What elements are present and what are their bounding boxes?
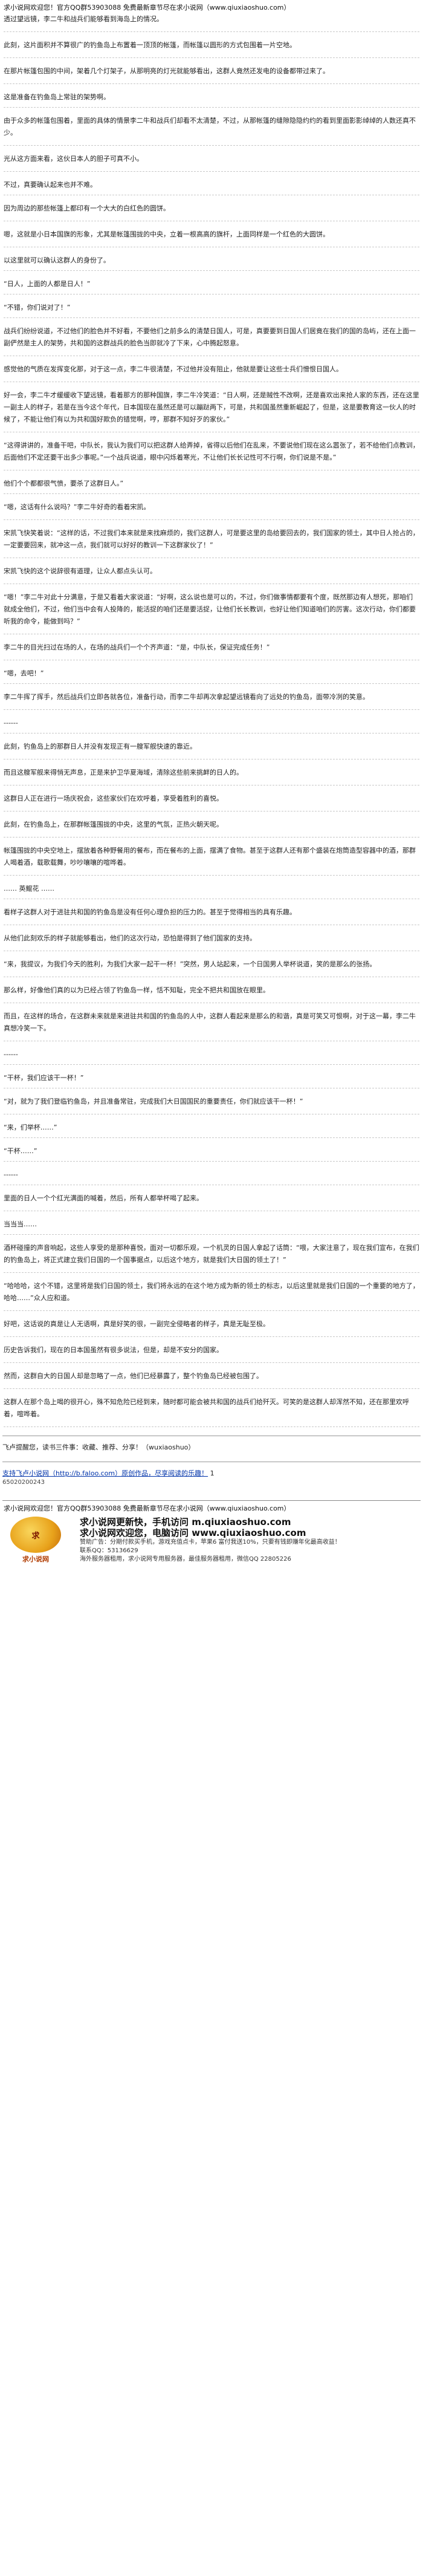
article-paragraph: 不过，真要确认起来也并不难。 (4, 178, 419, 195)
article-paragraph: “来，我提议，为我们今天的胜利，为我们大家一起干一杯！”突然，男人站起来，一个日… (4, 957, 419, 977)
article-paragraph: …… 英鲲花 …… (4, 882, 419, 899)
article-paragraph: 帐篷围拢的中央空地上，摆放着各种野餐用的餐布，而在餐布的上面，摆满了食物。甚至于… (4, 844, 419, 876)
article-paragraph: “嗯！”李二牛对此十分满意，于是又看着大家说道：“好啊，这么说也是可以的，不过，… (4, 590, 419, 634)
article-paragraph: ------ (4, 716, 419, 733)
article-paragraph: 此刻，在钓鱼岛上，在那群帐篷围拢的中央，这里的气氛，正热火朝天呢。 (4, 818, 419, 838)
footer-cta: 飞卢提醒您，读书三件事：收藏、推荐、分享！（wuxiaoshuo） (2, 1443, 195, 1451)
article-paragraph: 因为周边的那些帐篷上都印有一个大大的白红色的圆饼。 (4, 201, 419, 221)
article-paragraph: 那么样，好像他们真的以为已经占领了钓鱼岛一样，恬不知耻，完全不把共和国放在眼里。 (4, 983, 419, 1003)
article-paragraph: 这是准备在钓鱼岛上常驻的架势啊。 (4, 90, 419, 108)
article-paragraph: 看样子这群人对于进驻共和国的钓鱼岛是没有任何心理负担的压力的。甚至于觉得相当的具… (4, 905, 419, 925)
sponsor-ad-line: 赞助广告：分期付款买手机，游戏充值点卡，苹果6 富付我送10%，只要有钱即赚年化… (80, 1539, 341, 1546)
article-content: 透过望远镜，李二牛和战兵们能够看到海岛上的情况。此刻，这片面积并不算很广的钓鱼岛… (2, 12, 421, 1427)
server-ad-line: 海外服务器租用，求小说网专用服务器，最佳服务器租用，微信QQ 22805226 (80, 1556, 291, 1563)
article-paragraph: 李二牛挥了挥手，然后战兵们立即各就各位，准备行动，而李二牛却再次拿起望远镜看向了… (4, 690, 419, 710)
article-paragraph: 然而，这群自大的日国人却是忽略了一点，他们已经暴露了，整个钓鱼岛已经被包围了。 (4, 1369, 419, 1389)
article-paragraph: 在那片帐篷包围的中间，架着几个灯架子，从那明亮的灯光就能够看出，这群人竟然还发电… (4, 64, 419, 84)
article-paragraph: 以这里就可以确认这群人的身份了。 (4, 253, 419, 271)
article-paragraph: 宋凯飞快的这个说辞很有道理，让众人都点头认可。 (4, 564, 419, 584)
article-paragraph: “干杯……” (4, 1144, 419, 1162)
article-paragraph: 当当当…… (4, 1217, 419, 1235)
mobile-access-line[interactable]: 求小说网更新快，手机访问 m.qiuxiaoshuo.com (80, 1517, 291, 1527)
article-paragraph: 酒杯碰撞的声音响起，这些人享受的是那种喜悦，面对一切都乐观，一个机灵的日国人拿起… (4, 1241, 419, 1273)
article-paragraph: 李二牛的目光扫过在场的人，在场的战兵们一个个齐声道：“是，中队长，保证完成任务！… (4, 640, 419, 660)
article-paragraph: 此刻，钓鱼岛上的那群日人并没有发现正有一艘军舰快速的靠近。 (4, 740, 419, 759)
article-paragraph: “来，们举杯……” (4, 1120, 419, 1138)
article-paragraph: 光从这方面来看，这伙日本人的胆子可真不小。 (4, 152, 419, 172)
logo-text: 求小说网 (22, 1555, 49, 1563)
article-paragraph: 而且这艘军舰来得悄无声息，正是来护卫华夏海域，清除这些前来挑衅的日人的。 (4, 766, 419, 785)
article-paragraph: 透过望远镜，李二牛和战兵们能够看到海岛上的情况。 (4, 12, 419, 32)
page: 求小说网欢迎您！官方QQ群53903088 免费最新章节尽在求小说网（www.q… (2, 4, 421, 1564)
article-paragraph: 嗯，这就是小日本国旗的形象，尤其是帐篷围拢的中央，立着一根高高的旗杆，上面同样是… (4, 227, 419, 247)
footer-support: 支持飞卢小说网（http://b.faloo.com）原创作品，尽享阅读的乐趣！… (2, 1468, 421, 1479)
article-paragraph: 历史告诉我们，现在的日本国虽然有很多说法，但是，却是不安分的国家。 (4, 1343, 419, 1363)
faloo-support-link[interactable]: 支持飞卢小说网（http://b.faloo.com）原创作品，尽享阅读的乐趣！ (2, 1469, 208, 1477)
site-info-row: 求 求小说网 求小说网更新快，手机访问 m.qiuxiaoshuo.com 求小… (2, 1517, 421, 1564)
article-paragraph: “不错，你们说对了！” (4, 301, 419, 318)
article-paragraph: 里面的日人一个个红光满面的喊着，然后，所有人都举杯喝了起来。 (4, 1191, 419, 1211)
article-paragraph: “哈哈哈，这个不错，这里将是我们日国的领土，我们将永远的在这个地方成为新的领土的… (4, 1279, 419, 1311)
article-paragraph: 好吧，这话说的真是让人无语啊，真是好笑的很，一副完全侵略者的样子，真是无耻至极。 (4, 1317, 419, 1337)
article-paragraph: 从他们此刻欢乐的样子就能够看出，他们的这次行动，恐怕是得到了他们国家的支持。 (4, 931, 419, 951)
site-welcome-banner: 求小说网欢迎您！官方QQ群53903088 免费最新章节尽在求小说网（www.q… (4, 4, 291, 11)
article-paragraph: 好一会，李二牛才缓缓收下望远镜，看着那方的那种国旗，李二牛冷笑道：“日人啊，还是… (4, 388, 419, 432)
logo-icon: 求 (10, 1517, 61, 1553)
support-number: 1 (210, 1469, 215, 1477)
article-paragraph: 宋凯飞快笑着说：“这样的话，不过我们本来就是来找麻烦的，我们这群人，可是要这里的… (4, 526, 419, 558)
article-paragraph: “日人，上面的人都是日人！” (4, 277, 419, 294)
article-paragraph: “嗯，去吧！” (4, 666, 419, 684)
article-paragraph: 感觉他的气质在发挥变化那，对于这一点，李二牛很清楚，不过他并没有阻止，他就是要让… (4, 362, 419, 382)
article-paragraph: 战兵们纷纷说道，不过他们的脸色并不好看，不要他们之前多么的清楚日国人，可是，真要… (4, 324, 419, 356)
article-paragraph: ------ (4, 1168, 419, 1185)
article-paragraph: 这群日人正在进行一场庆祝会，这些家伙们在欢呼着，享受着胜利的喜悦。 (4, 792, 419, 812)
bottom-welcome: 求小说网欢迎您！官方QQ群53903088 免费最新章节尽在求小说网（www.q… (4, 1504, 291, 1512)
footer-id-code: 65020200243 (2, 1479, 45, 1486)
article-paragraph: 这群人在那个岛上喝的很开心，殊不知危险已经到来，随时都可能会被共和国的战兵们给歼… (4, 1395, 419, 1427)
contact-qq-line: 联系QQ：53136629 (80, 1547, 138, 1554)
pc-access-line[interactable]: 求小说网欢迎您，电脑访问 www.qiuxiaoshuo.com (80, 1527, 306, 1538)
article-paragraph: “对，就为了我们登临钓鱼岛，并且准备常驻，完成我们大日国国民的重要责任，你们就应… (4, 1094, 419, 1114)
site-logo[interactable]: 求 求小说网 (2, 1517, 69, 1564)
bottom-banner: 求小说网欢迎您！官方QQ群53903088 免费最新章节尽在求小说网（www.q… (2, 1500, 421, 1564)
article-paragraph: “这得讲讲的，准备干吧，中队长，我认为我们可以把这群人给弄掉，省得以后他们在乱来… (4, 438, 419, 470)
article-paragraph: “嗯，这话有什么说吗？”李二牛好奇的看着宋凯。 (4, 500, 419, 520)
article-paragraph: “干杯，我们应该干一杯！” (4, 1071, 419, 1088)
article-paragraph: 由于众多的帐篷包围着，里面的具体的情景李二牛和战兵们却看不太清楚，不过，从那帐篷… (4, 114, 419, 146)
article-paragraph: 而且，在这样的场合，在这群未来就是来进驻共和国的钓鱼岛的人中，这群人看起来是那么… (4, 1009, 419, 1041)
article-paragraph: ------ (4, 1047, 419, 1065)
article-paragraph: 此刻，这片面积并不算很广的钓鱼岛上布置着一顶顶的帐篷，而帐篷以圆形的方式包围着一… (4, 38, 419, 58)
site-lines: 求小说网更新快，手机访问 m.qiuxiaoshuo.com 求小说网欢迎您，电… (80, 1517, 341, 1564)
article-paragraph: 他们个个都都很气愤，要杀了这群日人。” (4, 476, 419, 494)
